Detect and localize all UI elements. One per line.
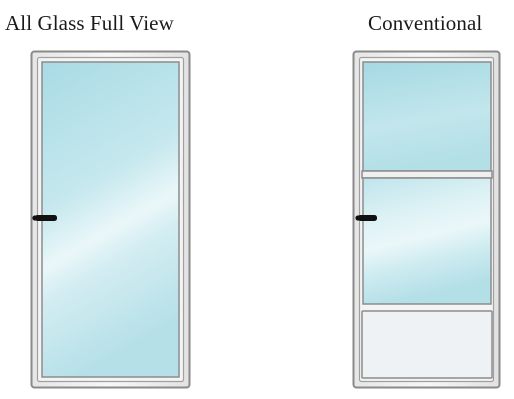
conventional-storm-door-icon: [352, 50, 501, 389]
door-handle-icon: [355, 215, 377, 221]
door-handle-icon: [32, 215, 57, 221]
middle-rail: [361, 170, 493, 179]
glass-pane: [41, 61, 180, 378]
lower-glass-pane: [362, 177, 492, 305]
door-style-label-all-glass: All Glass Full View: [5, 11, 174, 35]
upper-glass-pane: [362, 61, 492, 172]
bottom-kick-panel: [361, 310, 493, 379]
full-view-storm-door-icon: [30, 50, 191, 389]
door-style-label-conventional: Conventional: [368, 11, 483, 35]
